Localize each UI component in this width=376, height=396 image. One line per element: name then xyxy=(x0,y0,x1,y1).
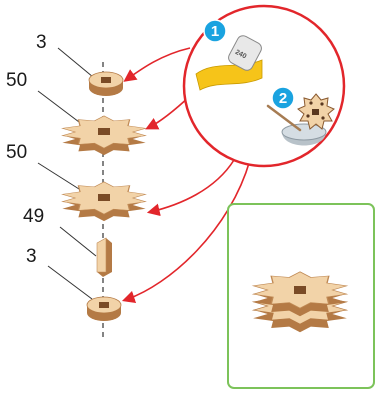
sandpaper-icon: 240 xyxy=(195,35,263,91)
top-washer xyxy=(88,71,124,96)
bottom-washer xyxy=(86,296,122,321)
step-1-badge xyxy=(203,19,227,43)
result-panel xyxy=(227,203,375,389)
arrow-to-bottom-washer xyxy=(121,159,251,304)
arrow-to-top-washer xyxy=(123,47,191,82)
step-1-sanding: 240 1 xyxy=(195,19,263,91)
finishing-callout: 240 1 2 xyxy=(182,4,346,168)
part-labels: 3 50 50 49 3 xyxy=(6,32,97,300)
assembled-gear xyxy=(251,271,349,333)
step-2-waxing: 2 xyxy=(266,86,335,146)
arrow-to-gear-b xyxy=(146,159,235,217)
label-shaft: 49 xyxy=(23,206,44,227)
step-1-number: 1 xyxy=(211,23,219,40)
sandpaper-grit: 240 xyxy=(234,49,248,61)
step-2-badge xyxy=(271,86,295,110)
gear-b xyxy=(61,181,147,222)
label-bottom-washer: 3 xyxy=(26,246,37,267)
gear-a xyxy=(61,115,147,156)
shaft xyxy=(96,237,112,277)
label-gear-b: 50 xyxy=(6,142,27,163)
step-2-number: 2 xyxy=(279,90,287,107)
arrow-to-gear-a xyxy=(145,95,191,130)
wax-bowl-icon xyxy=(266,104,327,146)
label-top-washer: 3 xyxy=(36,32,47,53)
label-gear-a: 50 xyxy=(6,70,27,91)
gear-piece-icon xyxy=(297,93,335,130)
